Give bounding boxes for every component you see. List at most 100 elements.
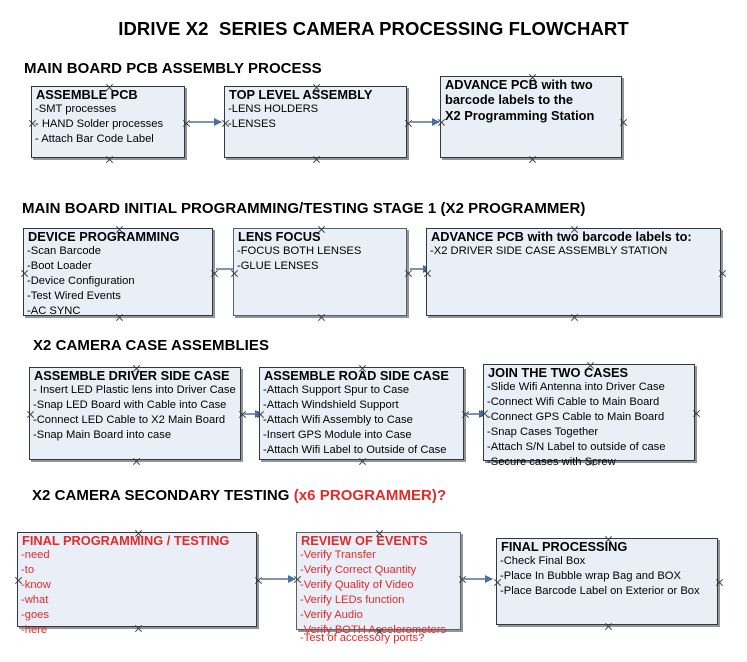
box-line: -Connect Wifi Cable to Main Board (487, 396, 660, 409)
box-lines: -SMT processes - HAND Solder processes -… (32, 102, 184, 147)
box-line: -Connect GPS Cable to Main Board (487, 411, 665, 424)
box-line: -Place In Bubble wrap Bag and BOX (500, 570, 681, 583)
box-line: -goes (21, 609, 49, 622)
box-line: -FOCUS BOTH LENSES (237, 245, 362, 258)
box-line: -X2 DRIVER SIDE CASE ASSEMBLY STATION (430, 245, 668, 258)
arrow-top-level-to-advance (411, 117, 440, 126)
box-lens-focus[interactable]: LENS FOCUS -FOCUS BOTH LENSES -GLUE LENS… (233, 228, 407, 316)
connector-handle-right (718, 269, 727, 278)
box-line: -need (21, 549, 50, 562)
box-line: -Verify BOTH Accelerometers (300, 624, 447, 637)
box-line: -SMT processes (35, 103, 117, 116)
section-heading-3: X2 CAMERA CASE ASSEMBLIES (33, 337, 269, 354)
box-line: -Verify Audio (300, 609, 363, 622)
box-assemble-road-side-case[interactable]: ASSEMBLE ROAD SIDE CASE -Attach Support … (259, 367, 464, 460)
box-line: -AC SYNC (27, 305, 81, 318)
box-title: ADVANCE PCB with two (445, 77, 593, 92)
box-title: ASSEMBLE DRIVER SIDE CASE (34, 368, 230, 383)
box-line: -here (21, 624, 48, 637)
box-title: ASSEMBLE ROAD SIDE CASE (264, 368, 449, 383)
connector-handle-bottom (528, 155, 537, 164)
arrow-final-prog-to-review (261, 574, 296, 583)
box-title: FINAL PROGRAMMING / TESTING (22, 533, 230, 548)
box-lines: -FOCUS BOTH LENSES -GLUE LENSES (234, 244, 406, 274)
connector-handle-bottom (312, 155, 321, 164)
box-line: -Attach Support Spur to Case (263, 384, 410, 397)
box-line: -LENS HOLDERS (228, 103, 319, 116)
section-heading-2-text: MAIN BOARD INITIAL PROGRAMMING/TESTING S… (22, 200, 586, 217)
connector-handle-bottom (105, 155, 114, 164)
box-line: -know (21, 579, 51, 592)
box-line: -Snap LED Board with Cable into Case (33, 399, 227, 412)
box-line: -Verify Transfer (300, 549, 376, 562)
box-line: -Connect LED Cable to X2 Main Board (33, 414, 226, 427)
box-line: -LENSES (228, 118, 276, 131)
box-title: REVIEW OF EVENTS (301, 533, 428, 548)
box-line: -Verify Correct Quantity (300, 564, 417, 577)
box-line: -Attach Wifi Label to Outside of Case (263, 444, 447, 457)
arrow-review-to-final-processing (464, 574, 493, 583)
box-final-processing[interactable]: FINAL PROCESSING -Check Final Box -Place… (496, 538, 718, 625)
box-line: -Verify LEDs function (300, 594, 405, 607)
section-heading-1-text: MAIN BOARD PCB ASSEMBLY PROCESS (24, 60, 322, 77)
box-lines: -Slide Wifi Antenna into Driver Case -Co… (484, 380, 694, 470)
box-top-level-assembly[interactable]: TOP LEVEL ASSEMBLY -LENS HOLDERS -LENSES (224, 86, 407, 158)
box-line: -Snap Main Board into case (33, 429, 172, 442)
box-lines: - Insert LED Plastic lens into Driver Ca… (30, 383, 240, 443)
box-line: - HAND Solder processes (35, 118, 164, 131)
box-lines: -need -to -know -what -goes -here (18, 548, 256, 638)
box-lines: -Scan Barcode -Boot Loader -Device Confi… (24, 244, 212, 319)
box-line: -Attach Windshield Support (263, 399, 399, 412)
box-title: JOIN THE TWO CASES (488, 365, 629, 380)
box-title: DEVICE PROGRAMMING (28, 229, 180, 244)
box-line: -Secure cases with Screw (487, 456, 616, 469)
box-title: ADVANCE PCB with two barcode labels to: (431, 229, 692, 244)
box-line: -Scan Barcode (27, 245, 102, 258)
box-line: -Device Configuration (27, 275, 135, 288)
section-heading-3-text: X2 CAMERA CASE ASSEMBLIES (33, 337, 270, 354)
box-title: FINAL PROCESSING (501, 539, 628, 554)
box-advance-pcb-driver-side[interactable]: ADVANCE PCB with two barcode labels to: … (426, 228, 721, 316)
box-review-of-events[interactable]: REVIEW OF EVENTS -Verify Transfer -Verif… (296, 532, 461, 644)
box-line: -Snap Cases Together (487, 426, 599, 439)
box-line: -what (21, 594, 49, 607)
box-line: -to (21, 564, 35, 577)
box-line: -Verify Quality of Video (300, 579, 414, 592)
connector-handle-bottom (132, 457, 141, 466)
section-heading-4-accent: (x6 PROGRAMMER)? (293, 487, 447, 504)
box-title: LENS FOCUS (238, 229, 321, 244)
box-line: -Test Wired Events (27, 290, 121, 303)
connector-handle-bottom (570, 313, 579, 322)
box-line: -Attach S/N Label to outside of case (487, 441, 666, 454)
page-title: IDRIVE X2 SERIES CAMERA PROCESSING FLOWC… (118, 18, 629, 39)
box-title: TOP LEVEL ASSEMBLY (229, 87, 373, 102)
connector-handle-bottom (604, 622, 613, 631)
box-join-the-two-cases[interactable]: JOIN THE TWO CASES -Slide Wifi Antenna i… (483, 364, 695, 468)
box-advance-pcb-programming-station[interactable]: ADVANCE PCB with two barcode labels to t… (440, 76, 622, 158)
section-heading-2: MAIN BOARD INITIAL PROGRAMMING/TESTING S… (22, 200, 585, 217)
box-line: - Insert LED Plastic lens into Driver Ca… (33, 384, 236, 397)
box-line: -Slide Wifi Antenna into Driver Case (487, 381, 665, 394)
box-line: -Insert GPS Module into Case (263, 429, 412, 442)
box-line: -Boot Loader (27, 260, 92, 273)
box-title: ASSEMBLE PCB (36, 87, 138, 102)
box-lines: -Verify Transfer -Verify Correct Quantit… (297, 548, 460, 638)
box-line: -GLUE LENSES (237, 260, 319, 273)
section-heading-1: MAIN BOARD PCB ASSEMBLY PROCESS (24, 60, 322, 77)
box-lines: -LENS HOLDERS -LENSES (225, 102, 406, 132)
box-assemble-pcb[interactable]: ASSEMBLE PCB -SMT processes - HAND Solde… (31, 86, 185, 158)
box-line: -Place Barcode Label on Exterior or Box (500, 585, 700, 598)
arrow-pcb-to-top-level (189, 117, 222, 126)
box-final-programming-testing[interactable]: FINAL PROGRAMMING / TESTING -need -to -k… (17, 532, 257, 636)
section-heading-4-text: X2 CAMERA SECONDARY TESTING (32, 487, 294, 504)
section-heading-4: X2 CAMERA SECONDARY TESTING (x6 PROGRAMM… (32, 487, 446, 504)
box-overflow-line: -Test of accessory ports? (300, 632, 425, 644)
box-lines: -Check Final Box -Place In Bubble wrap B… (497, 554, 717, 599)
box-assemble-driver-side-case[interactable]: ASSEMBLE DRIVER SIDE CASE - Insert LED P… (29, 367, 241, 460)
box-device-programming[interactable]: DEVICE PROGRAMMING -Scan Barcode -Boot L… (23, 228, 213, 319)
box-line: -Check Final Box (500, 555, 586, 568)
box-line: -Attach Wifi Assembly to Case (263, 414, 413, 427)
box-lines: -X2 DRIVER SIDE CASE ASSEMBLY STATION (427, 244, 720, 259)
box-title-line3: X2 Programming Station (445, 107, 595, 123)
